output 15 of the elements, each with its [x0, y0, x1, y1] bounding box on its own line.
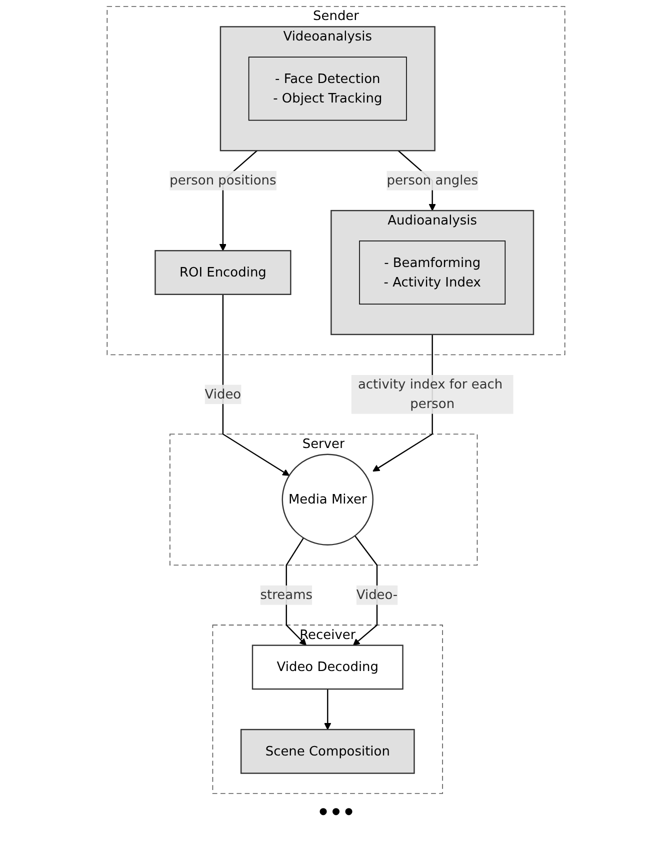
node-box: ROI Encoding: [154, 250, 292, 295]
node-box: - Face Detection - Object Tracking: [248, 56, 407, 121]
edge-label: person angles: [386, 172, 478, 188]
node-box: Scene Composition: [240, 728, 415, 774]
node-box: Video Decoding: [252, 644, 404, 690]
edge-label: Video: [204, 386, 242, 402]
edge-label: activity index for each person: [358, 376, 503, 412]
edge-label: streams: [260, 587, 312, 602]
arrow: [324, 689, 332, 730]
node-circle: Media Mixer: [282, 454, 374, 546]
edge-label: person positions: [170, 172, 276, 188]
node-box: - Beamforming - Activity Index: [359, 240, 506, 305]
arrow: [222, 294, 290, 476]
edge-label: Video-: [356, 587, 398, 602]
ellipsis-note: •••: [316, 800, 356, 824]
